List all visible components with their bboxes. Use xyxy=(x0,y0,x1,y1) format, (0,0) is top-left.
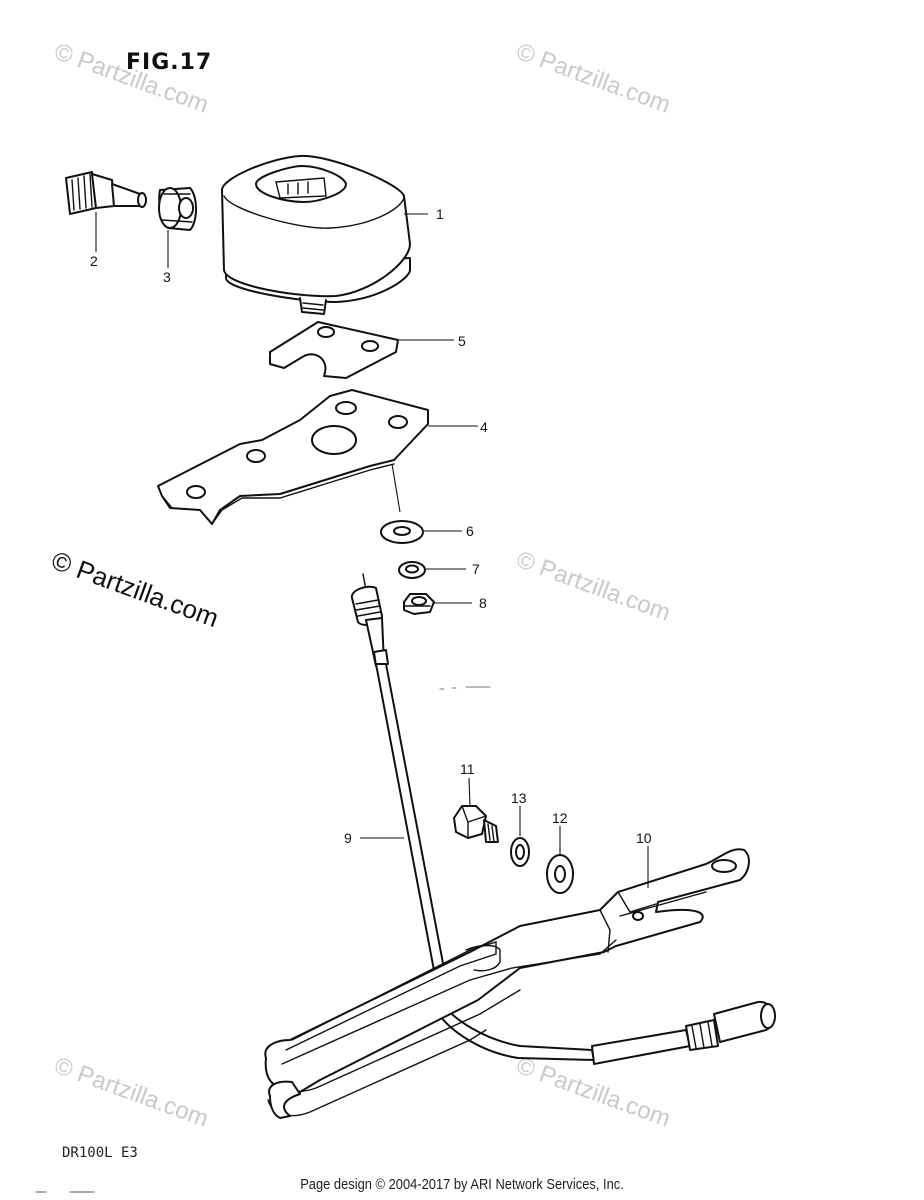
callout-13: 13 xyxy=(511,790,527,806)
part-12-washer[interactable] xyxy=(546,826,574,894)
part-4-mounting-bracket[interactable] xyxy=(157,389,478,526)
callout-4: 4 xyxy=(480,419,488,435)
callout-2: 2 xyxy=(90,253,98,269)
page-footer: Page design © 2004-2017 by ARI Network S… xyxy=(300,1176,624,1193)
callout-1: 1 xyxy=(436,206,444,222)
callout-10: 10 xyxy=(636,830,652,846)
part-6-washer[interactable] xyxy=(380,520,462,544)
callout-7: 7 xyxy=(472,561,480,577)
callout-5: 5 xyxy=(458,333,466,349)
callout-12: 12 xyxy=(552,810,568,826)
callout-6: 6 xyxy=(466,523,474,539)
part-7-lock-washer[interactable] xyxy=(398,561,466,579)
figure-title: FIG.17 xyxy=(126,50,213,75)
part-11-bolt[interactable] xyxy=(453,777,499,843)
part-9-cable[interactable] xyxy=(350,573,776,1065)
part-5-bracket-plate[interactable] xyxy=(269,321,454,379)
part-1-relay-box[interactable] xyxy=(221,154,428,315)
callout-8: 8 xyxy=(479,595,487,611)
callout-11: 11 xyxy=(460,761,475,777)
callout-3: 3 xyxy=(163,269,171,285)
part-13-lock-washer[interactable] xyxy=(510,806,530,867)
model-code: DR100L E3 xyxy=(62,1145,138,1161)
part-3-grommet[interactable] xyxy=(158,187,197,268)
part-8-nut[interactable] xyxy=(403,593,472,615)
callout-9: 9 xyxy=(344,830,352,846)
part-2-connector[interactable] xyxy=(65,171,147,252)
part-10-cable-guide[interactable] xyxy=(264,846,750,1119)
